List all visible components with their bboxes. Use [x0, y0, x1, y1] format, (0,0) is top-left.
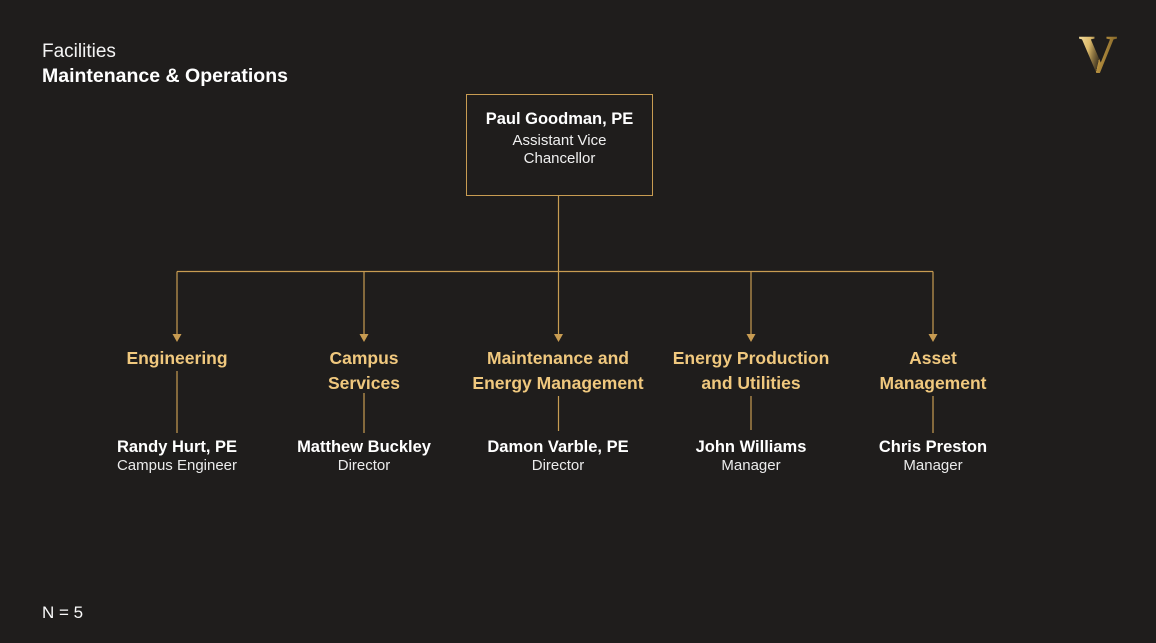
logo-letter: V [1079, 24, 1118, 80]
person-card: Randy Hurt, PE Campus Engineer [67, 437, 287, 474]
department-label: Asset Management [879, 348, 987, 393]
person-role: Director [531, 457, 585, 474]
person-card: Damon Varble, PE Director [448, 437, 668, 474]
person-name: Matthew Buckley [297, 438, 431, 456]
person-name: Randy Hurt, PE [116, 438, 238, 456]
department-label: Maintenance and Energy Management [472, 348, 644, 393]
department-label: Engineering [126, 348, 228, 368]
person-name: Chris Preston [878, 438, 988, 456]
person-card: John Williams Manager [641, 437, 861, 474]
arrowhead-icons [172, 334, 938, 342]
vanderbilt-v-logo: V [1070, 24, 1126, 84]
department-column-energy-production: Energy Production and Utilities John Wil… [641, 346, 861, 480]
department-column-maintenance-energy: Maintenance and Energy Management Damon … [448, 346, 668, 480]
headcount-label: N = 5 [42, 603, 84, 622]
logo-v-icon: V [1079, 24, 1118, 84]
department-column-asset-management: Asset Management Chris Preston Manager [823, 346, 1043, 480]
person-card: Chris Preston Manager [823, 437, 1043, 474]
page-title-line1: Facilities [42, 41, 116, 62]
person-name: Damon Varble, PE [487, 438, 629, 456]
department-label: Energy Production and Utilities [672, 348, 830, 393]
page-title-line2: Maintenance & Operations [42, 65, 288, 87]
root-person-name: Paul Goodman, PE [485, 110, 634, 128]
root-person-title: Assistant Vice Chancellor [512, 132, 607, 167]
person-role: Director [337, 457, 391, 474]
org-root-box: Paul Goodman, PE Assistant Vice Chancell… [466, 94, 653, 196]
person-name: John Williams [695, 438, 807, 456]
department-column-campus-services: Campus Services Matthew Buckley Director [254, 346, 474, 480]
person-role: Manager [721, 457, 781, 474]
department-column-engineering: Engineering Randy Hurt, PE Campus Engine… [67, 346, 287, 480]
person-role: Manager [903, 457, 963, 474]
page-title: Facilities Maintenance & Operations [42, 40, 288, 88]
department-label: Campus Services [327, 348, 400, 393]
person-role: Campus Engineer [116, 457, 238, 474]
person-card: Matthew Buckley Director [254, 437, 474, 474]
